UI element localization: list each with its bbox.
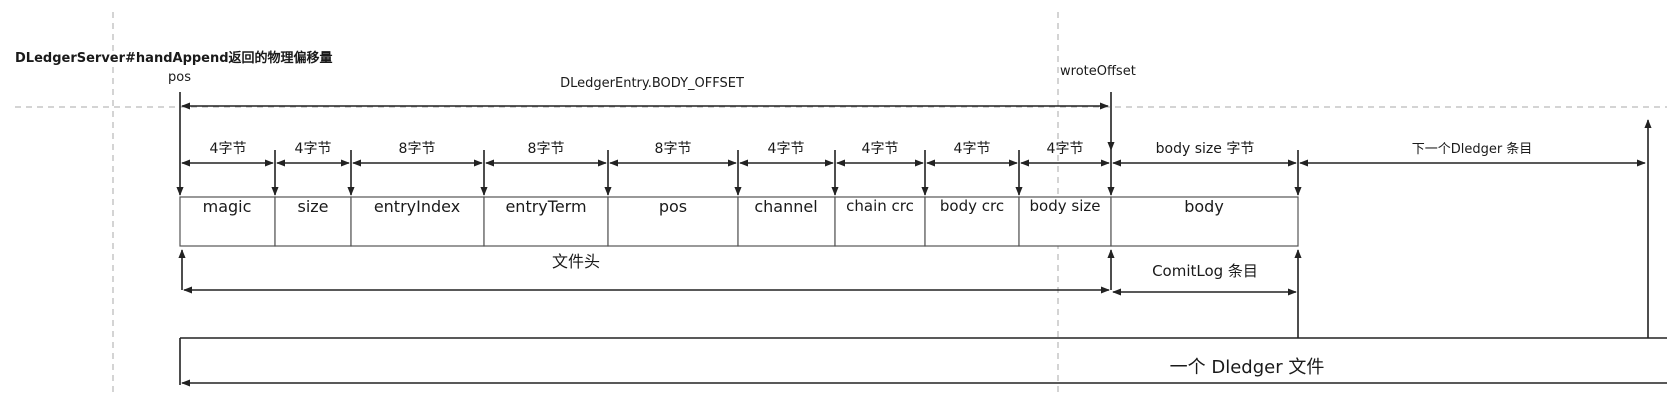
field-cells — [179, 196, 1299, 247]
cell-channel — [737, 196, 836, 247]
cell-magic — [179, 196, 276, 247]
cell-entry-index — [350, 196, 485, 247]
field-body: body — [1184, 197, 1224, 216]
file-header-label: 文件头 — [551, 252, 601, 271]
field-magic: magic — [202, 197, 252, 216]
byte-label-body-crc: 4字节 — [953, 141, 991, 157]
cell-body-size — [1018, 196, 1112, 247]
cell-body — [1110, 196, 1299, 247]
cell-pos — [607, 196, 739, 247]
server-return-label: DLedgerServer#handAppend返回的物理偏移量 — [15, 51, 333, 66]
field-entry-term: entryTerm — [505, 197, 587, 216]
cell-chain-crc — [834, 196, 926, 247]
field-entry-index: entryIndex — [373, 197, 461, 216]
cell-size — [274, 196, 352, 247]
byte-label-magic: 4字节 — [209, 141, 247, 157]
byte-label-body-size: 4字节 — [1046, 141, 1084, 157]
byte-label-channel: 4字节 — [767, 141, 805, 157]
byte-label-chain-crc: 4字节 — [861, 141, 899, 157]
byte-label-entry-term: 8字节 — [527, 141, 565, 157]
cell-entry-term — [483, 196, 609, 247]
next-entry-label: 下一个Dledger 条目 — [1411, 142, 1533, 157]
boundary-ticks — [271, 150, 1302, 196]
body-offset-label: DLedgerEntry.BODY_OFFSET — [560, 76, 744, 91]
field-pos: pos — [658, 197, 688, 216]
byte-label-entry-index: 8字节 — [398, 141, 436, 157]
field-chain-crc: chain crc — [846, 197, 914, 215]
field-body-crc: body crc — [939, 197, 1005, 215]
byte-label-body: body size 字节 — [1155, 141, 1255, 157]
commitlog-entry-label: ComitLog 条目 — [1152, 262, 1258, 280]
dledger-file-label: 一个 Dledger 文件 — [1169, 357, 1325, 378]
field-channel: channel — [754, 197, 818, 216]
field-body-size: body size — [1029, 197, 1101, 215]
pos-marker-label: pos — [168, 70, 191, 85]
byte-label-pos: 8字节 — [654, 141, 692, 157]
field-size: size — [297, 197, 329, 216]
byte-label-size: 4字节 — [294, 141, 332, 157]
wrote-offset-label: wroteOffset — [1060, 64, 1136, 79]
